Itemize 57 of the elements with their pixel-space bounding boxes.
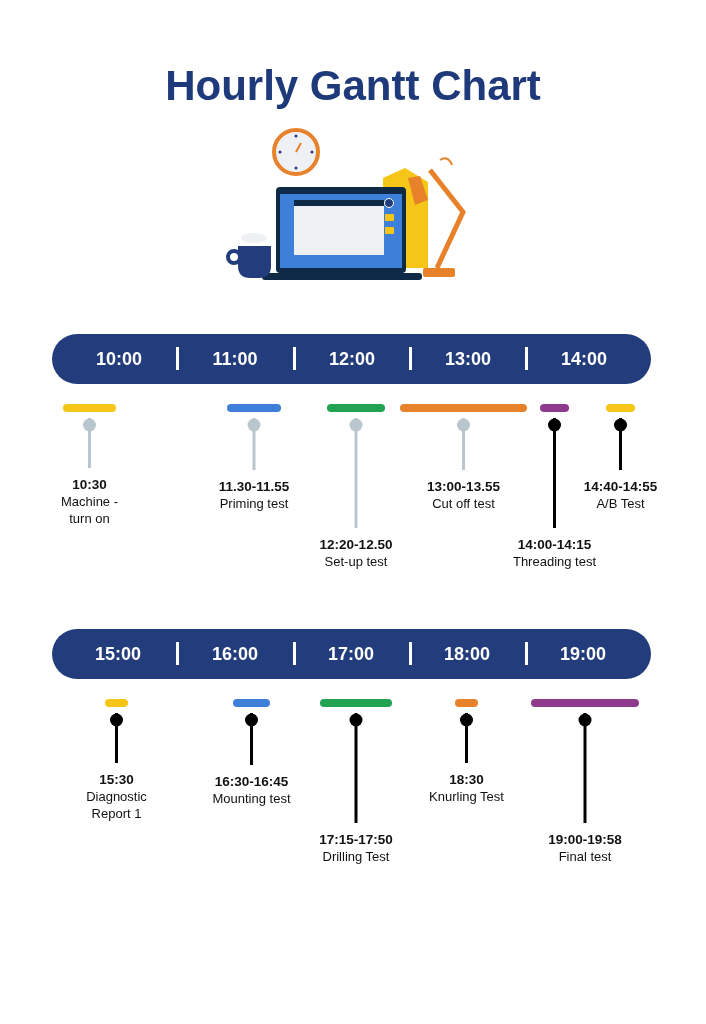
timeline-bar xyxy=(63,404,116,412)
task-name: Threading test xyxy=(511,553,598,570)
hour-label: 12:00 xyxy=(327,348,376,371)
task-name: Mounting test xyxy=(211,790,292,807)
pin-line xyxy=(110,713,123,763)
task-name: Knurling Test xyxy=(428,788,505,805)
hour-label: 16:00 xyxy=(210,643,259,666)
hour-label: 18:00 xyxy=(442,643,491,666)
pin-line xyxy=(247,418,261,470)
time-label: 10:30 xyxy=(71,476,108,493)
hour-label: 15:00 xyxy=(93,643,142,666)
pin-line xyxy=(460,713,473,763)
pin-line xyxy=(457,418,470,470)
hour-label: 19:00 xyxy=(558,643,607,666)
time-label: 14:40-14:55 xyxy=(582,478,659,495)
task-name: Drilling Test xyxy=(321,848,391,865)
timeline-bar xyxy=(233,699,270,707)
time-label: 18:30 xyxy=(448,771,485,788)
time-label: 12:20-12.50 xyxy=(318,536,394,553)
pin-line xyxy=(548,418,561,528)
timeline-bar xyxy=(105,699,128,707)
hour-label: 11:00 xyxy=(211,348,259,371)
hour-label: 13:00 xyxy=(443,348,492,371)
hour-label: 17:00 xyxy=(326,643,375,666)
time-label: 19:00-19:58 xyxy=(547,831,623,848)
timeline-band xyxy=(52,334,651,384)
timeline-band xyxy=(52,629,651,679)
pin-line xyxy=(349,713,363,823)
task-name: Diagnostic Report 1 xyxy=(85,788,148,822)
timeline-bar xyxy=(540,404,569,412)
time-label: 16:30-16:45 xyxy=(213,773,290,790)
timeline-bar xyxy=(327,404,385,412)
task-name: Cut off test xyxy=(431,495,496,512)
task-name: A/B Test xyxy=(595,495,646,512)
timeline-bar xyxy=(227,404,281,412)
timeline-bar xyxy=(455,699,478,707)
pin-line xyxy=(614,418,627,470)
time-label: 14:00-14:15 xyxy=(516,536,593,553)
timeline-bar xyxy=(400,404,527,412)
pin-line xyxy=(578,713,592,823)
time-label: 15:30 xyxy=(98,771,135,788)
task-name: Priming test xyxy=(218,495,290,512)
time-label: 13:00-13.55 xyxy=(426,478,501,495)
time-label: 17:15-17:50 xyxy=(318,831,394,848)
time-label: 11.30-11.55 xyxy=(217,478,291,495)
task-name: Machine - turn on xyxy=(59,493,120,527)
hour-label: 14:00 xyxy=(559,348,608,371)
task-name: Final test xyxy=(557,848,613,865)
pin-line xyxy=(349,418,363,528)
timeline-bar xyxy=(531,699,639,707)
timeline-bar xyxy=(320,699,392,707)
title: Hourly Gantt Chart xyxy=(164,62,542,110)
task-name: Set-up test xyxy=(323,553,389,570)
timeline-bar xyxy=(606,404,635,412)
pin-line xyxy=(83,418,96,468)
hour-label: 10:00 xyxy=(94,348,143,371)
pin-line xyxy=(245,713,258,765)
